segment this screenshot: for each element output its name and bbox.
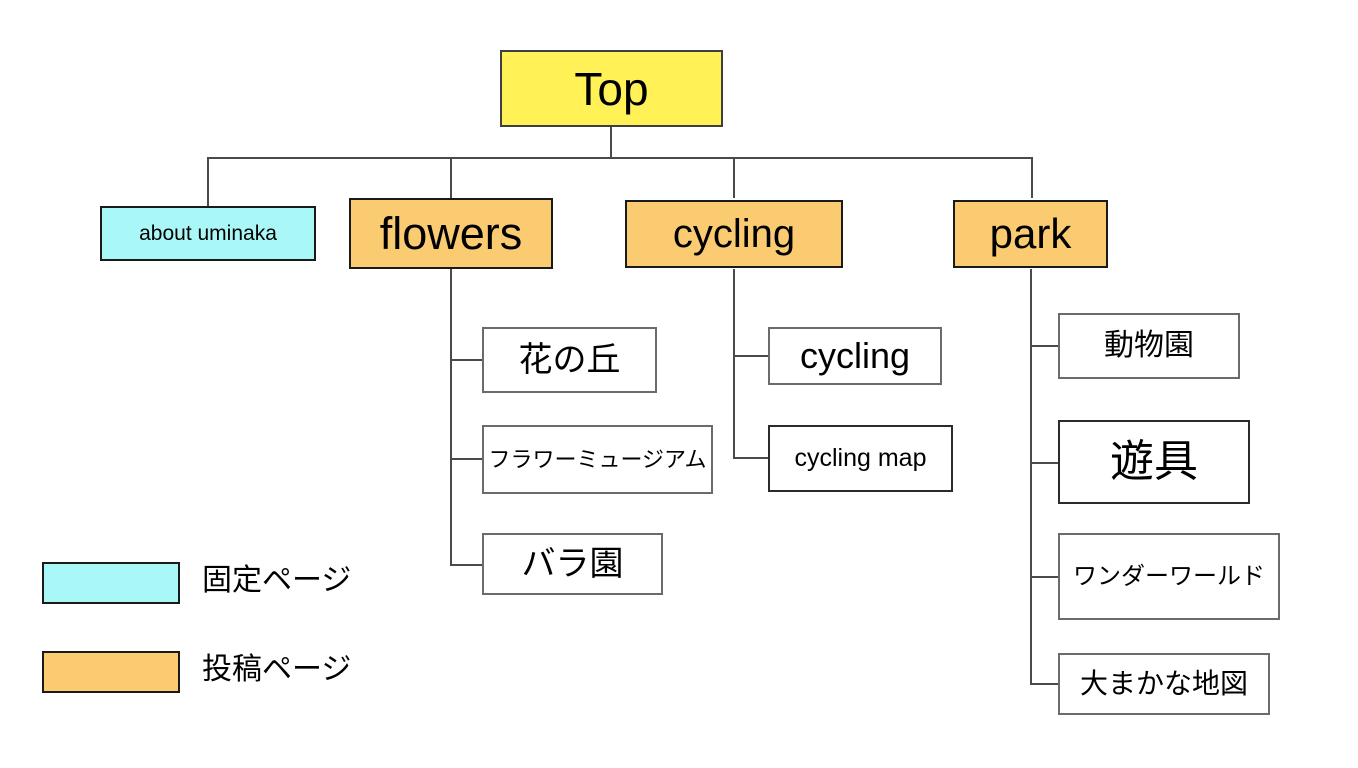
connector-drop-park [1031, 157, 1033, 198]
node-top[interactable]: Top [500, 50, 723, 127]
node-cycling-page[interactable]: cycling [768, 327, 942, 385]
connector-spine-cycling [733, 269, 735, 459]
connector-top-stem [610, 127, 612, 159]
legend-swatch-post-page [42, 651, 180, 693]
legend-swatch-fixed-page [42, 562, 180, 604]
legend-label-fixed-page: 固定ページ [202, 564, 352, 597]
connector-drop-about-uminaka [207, 157, 209, 206]
connector-stub-park-3 [1030, 576, 1058, 578]
node-about-uminaka[interactable]: about uminaka [100, 206, 316, 261]
node-flowers[interactable]: flowers [349, 198, 553, 269]
node-yuugu[interactable]: 遊具 [1058, 420, 1250, 504]
node-rough-map[interactable]: 大まかな地図 [1058, 653, 1270, 715]
node-park[interactable]: park [953, 200, 1108, 268]
node-zoo[interactable]: 動物園 [1058, 313, 1240, 379]
node-hana-no-oka[interactable]: 花の丘 [482, 327, 657, 393]
connector-spine-park [1030, 269, 1032, 685]
connector-spine-flowers [450, 269, 452, 566]
connector-stub-park-1 [1030, 345, 1058, 347]
node-cycling[interactable]: cycling [625, 200, 843, 268]
connector-drop-cycling [733, 157, 735, 198]
connector-stub-park-2 [1030, 462, 1058, 464]
connector-stub-cycling-1 [733, 355, 768, 357]
node-flower-museum[interactable]: フラワーミュージアム [482, 425, 713, 494]
legend-label-post-page: 投稿ページ [202, 653, 352, 686]
connector-stub-flowers-2 [450, 458, 482, 460]
connector-stub-park-4 [1030, 683, 1058, 685]
connector-stub-flowers-3 [450, 564, 482, 566]
node-bara-en[interactable]: バラ園 [482, 533, 663, 595]
connector-stub-flowers-1 [450, 359, 482, 361]
connector-level2-bus [207, 157, 1033, 159]
node-wonder-world[interactable]: ワンダーワールド [1058, 533, 1280, 620]
connector-stub-cycling-2 [733, 457, 768, 459]
connector-drop-flowers [450, 157, 452, 198]
node-cycling-map[interactable]: cycling map [768, 425, 953, 492]
